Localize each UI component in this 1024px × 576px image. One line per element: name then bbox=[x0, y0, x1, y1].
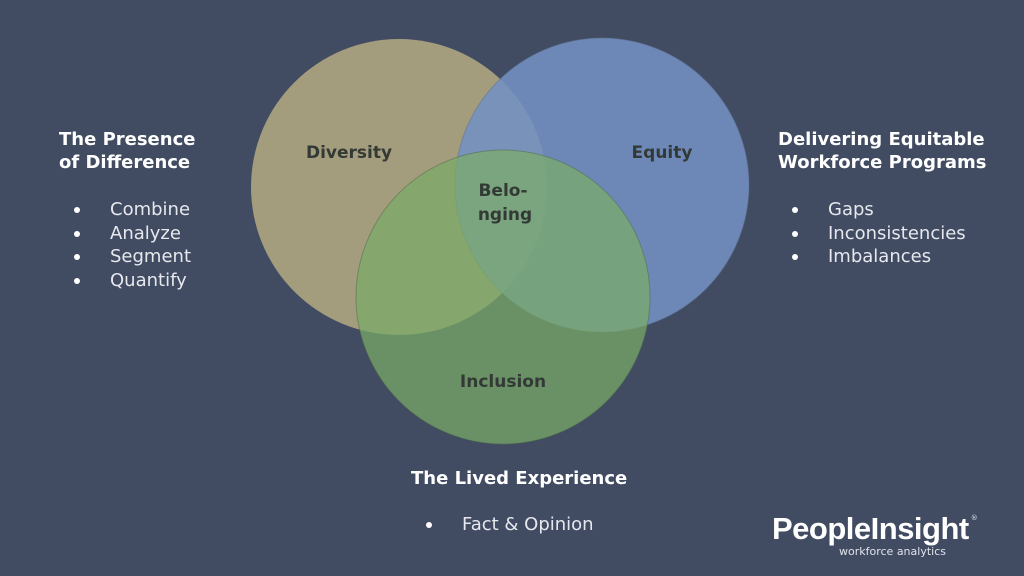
inclusion-label: Inclusion bbox=[460, 372, 546, 392]
list-item: Quantify bbox=[72, 269, 191, 293]
left-heading: The Presence of Difference bbox=[59, 128, 195, 174]
inclusion-circle bbox=[355, 149, 651, 445]
list-item: Fact & Opinion bbox=[424, 513, 594, 537]
right-heading-line1: Delivering Equitable bbox=[778, 129, 985, 150]
logo-name: PeopleInsight bbox=[772, 511, 969, 546]
equity-label: Equity bbox=[632, 143, 693, 163]
belonging-label-line1: Belo- bbox=[478, 181, 527, 201]
right-heading: Delivering Equitable Workforce Programs bbox=[778, 128, 986, 174]
left-heading-line2: of Difference bbox=[59, 152, 191, 173]
left-list: Combine Analyze Segment Quantify bbox=[72, 198, 191, 292]
logo-tagline: workforce analytics bbox=[839, 545, 946, 558]
list-item: Analyze bbox=[72, 222, 191, 246]
list-item: Imbalances bbox=[790, 245, 966, 269]
logo-row: PeopleInsight ® bbox=[772, 511, 1012, 546]
list-item: Combine bbox=[72, 198, 191, 222]
peopleinsight-logo: PeopleInsight ® workforce analytics bbox=[772, 511, 1012, 558]
diversity-label: Diversity bbox=[306, 143, 392, 163]
belonging-label-line2: nging bbox=[478, 205, 532, 225]
list-item: Inconsistencies bbox=[790, 222, 966, 246]
bottom-list: Fact & Opinion bbox=[424, 513, 594, 537]
bottom-heading: The Lived Experience bbox=[411, 468, 628, 489]
list-item: Segment bbox=[72, 245, 191, 269]
registered-mark: ® bbox=[970, 514, 978, 522]
left-heading-line1: The Presence bbox=[59, 129, 196, 150]
right-heading-line2: Workforce Programs bbox=[778, 152, 987, 173]
right-list: Gaps Inconsistencies Imbalances bbox=[790, 198, 966, 269]
list-item: Gaps bbox=[790, 198, 966, 222]
